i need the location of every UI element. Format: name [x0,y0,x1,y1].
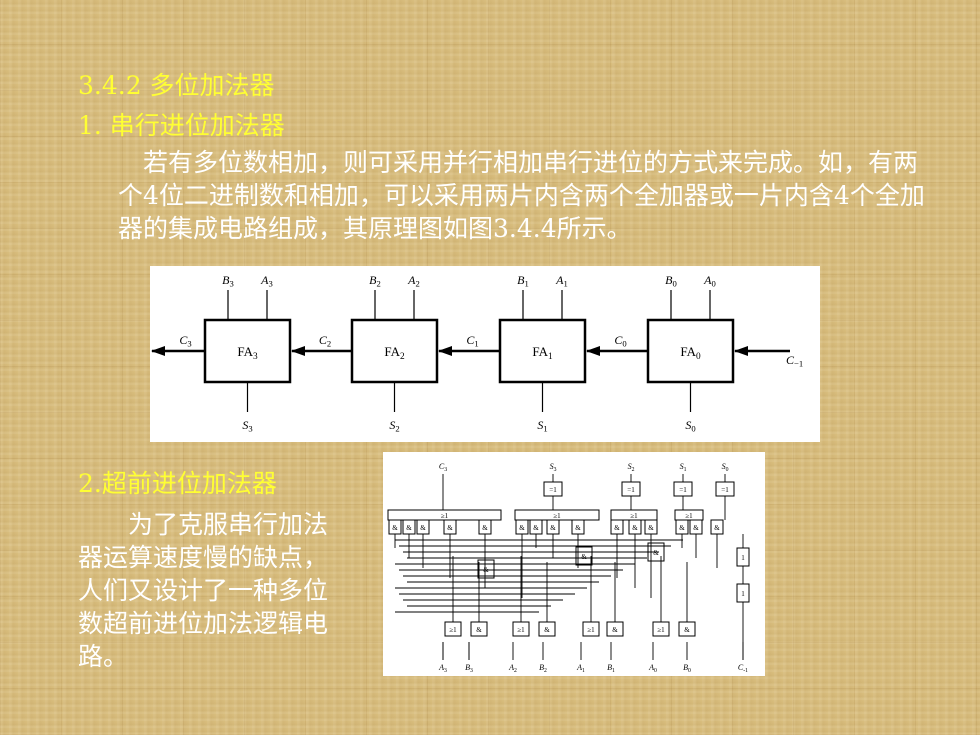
and-gate-bottom-symbol: & [684,626,690,634]
or-gate-bottom-symbol: ≥1 [517,626,525,634]
input-label: C-1 [738,663,748,674]
input-label-b: B0 [665,273,677,289]
or-block [674,509,704,521]
input-label-a: A0 [703,273,716,289]
output-label: S2 [628,462,635,473]
carry-label: C2 [319,333,331,349]
and-gate-symbol: & [648,524,654,532]
subsection-title-ripple: 1. 串行进位加法器 [78,111,285,140]
and-gate-symbol: & [550,524,556,532]
xor-gate-symbol: =1 [549,486,557,494]
and-gate-symbol: & [693,524,699,532]
sum-label: S3 [242,418,252,434]
carry-label: C1 [466,333,478,349]
and-gate-bottom-symbol: & [476,626,482,634]
and-gate-symbol: & [392,524,398,532]
full-adder-box [646,318,735,384]
and-gate-symbol: & [632,524,638,532]
full-adder-label: FA1 [532,344,553,362]
carry-label: C3 [179,333,191,349]
input-label: B0 [683,663,691,674]
and-gate-mid [575,546,593,566]
input-label-b: B3 [222,273,234,289]
and-gate-mid [477,559,495,579]
carry-label: C0 [614,333,626,349]
input-label-a: A2 [407,273,420,289]
carry-in-label: C−1 [786,353,803,369]
and-gate-symbol: & [533,524,539,532]
subsection-title-lookahead: 2.超前进位加法器 [78,469,277,498]
not-gate-symbol: 1 [741,590,745,598]
or-block-symbol: ≥1 [685,512,693,520]
input-label-b: B1 [517,273,529,289]
output-label: S3 [550,462,557,473]
or-block-symbol: ≥1 [553,512,561,520]
or-gate-bottom-symbol: ≥1 [449,626,457,634]
input-label: A2 [508,663,517,674]
and-gate-symbol: & [447,524,453,532]
input-label: A0 [648,663,657,674]
and-gate-symbol: & [519,524,525,532]
not-gate-symbol: 1 [741,554,745,562]
input-label: A1 [576,663,585,674]
full-adder-label: FA2 [384,344,405,362]
input-label: B2 [539,663,547,674]
and-gate-symbol: & [482,524,488,532]
or-gate-bottom-symbol: ≥1 [587,626,595,634]
output-label: C3 [439,462,447,473]
and-gate-symbol: & [614,524,620,532]
and-gate-symbol: & [714,524,720,532]
and-gate-symbol: & [420,524,426,532]
input-label: B3 [465,663,473,674]
input-label: A3 [438,663,447,674]
or-gate-bottom-symbol: ≥1 [657,626,665,634]
section-title: 3.4.2 多位加法器 [78,71,275,100]
and-gate-symbol: & [406,524,412,532]
and-gate-symbol: & [679,524,685,532]
and-gate-mid-symbol: & [581,553,587,561]
and-gate-bottom-symbol: & [612,626,618,634]
full-adder-label: FA3 [237,344,258,362]
input-label: B1 [607,663,615,674]
sum-label: S1 [537,418,547,434]
xor-gate-symbol: =1 [721,486,729,494]
input-label-b: B2 [369,273,381,289]
xor-gate-symbol: =1 [679,486,687,494]
output-label: S1 [680,462,687,473]
and-gate-mid-symbol: & [653,549,659,557]
sum-label: S0 [685,418,695,434]
or-block-symbol: ≥1 [630,512,638,520]
ripple-description: 若有多位数相加，则可采用并行相加串行进位的方式来完成。如，有两个4位二进制数和相… [118,148,925,243]
or-block-symbol: ≥1 [441,512,449,520]
full-adder-label: FA0 [680,344,701,362]
input-label-a: A1 [555,273,568,289]
output-label: S0 [722,462,729,473]
lookahead-description: 为了克服串行加法器运算速度慢的缺点，人们又设计了一种多位数超前进位加法逻辑电路。 [78,510,329,671]
input-label-a: A3 [260,273,273,289]
and-gate-bottom-symbol: & [544,626,550,634]
xor-gate-symbol: =1 [627,486,635,494]
sum-label: S2 [389,418,399,434]
and-gate-symbol: & [575,524,581,532]
